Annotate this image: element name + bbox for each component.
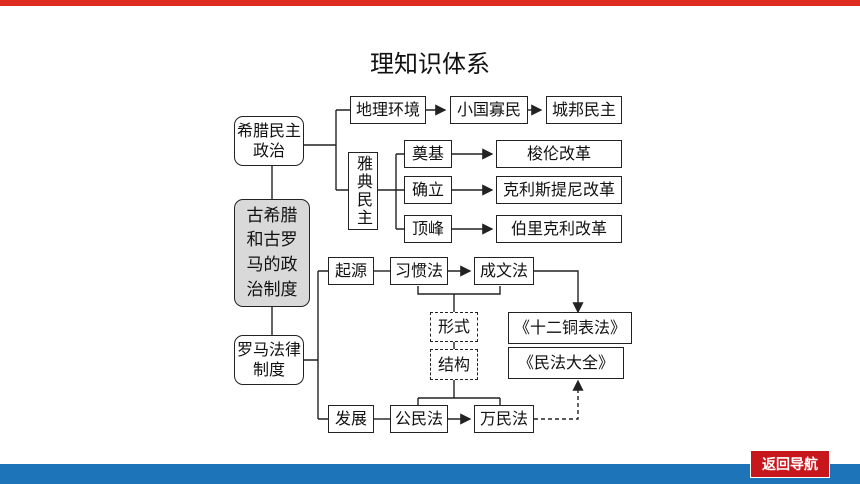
greece-democracy-box: 希腊民主政治 (234, 116, 304, 166)
small-state-box: 小国寡民 (450, 96, 528, 124)
development-box: 发展 (328, 405, 374, 433)
geo-environment-box: 地理环境 (350, 96, 426, 124)
roman-bracket (304, 270, 328, 420)
athens-democracy-box: 雅典民主 (348, 152, 378, 230)
greece-bracket (304, 109, 350, 191)
origin-box: 起源 (328, 257, 374, 285)
cleisthenes-reform-box: 克利斯提尼改革 (496, 176, 622, 204)
city-state-democracy-box: 城邦民主 (546, 96, 622, 124)
origin-join (417, 286, 501, 312)
nations-to-civil-dashed-arrow (534, 379, 584, 420)
structure-box: 结构 (430, 349, 478, 380)
founding-box: 奠基 (404, 140, 452, 168)
central-topic-box: 古希腊和古罗马的政治制度 (234, 199, 310, 307)
return-navigation-button[interactable]: 返回导航 (750, 450, 830, 478)
nations-law-box: 万民法 (474, 405, 534, 433)
structure-to-dev (417, 380, 501, 405)
pericles-reform-box: 伯里克利改革 (496, 215, 622, 243)
solon-reform-box: 梭伦改革 (496, 140, 622, 168)
bottom-accent-bar (0, 464, 860, 484)
roman-law-box: 罗马法律制度 (234, 335, 304, 385)
written-law-box: 成文法 (474, 257, 534, 285)
establish-box: 确立 (404, 176, 452, 204)
form-box: 形式 (430, 312, 478, 342)
customary-law-box: 习惯法 (390, 257, 448, 285)
athens-bracket (378, 153, 404, 230)
citizen-law-box: 公民法 (390, 405, 448, 433)
top-accent-bar (0, 0, 860, 6)
written-to-twelve-arrow (534, 270, 584, 314)
civil-code-box: 《民法大全》 (508, 347, 624, 379)
page-title: 理知识体系 (370, 50, 490, 78)
peak-box: 顶峰 (404, 215, 452, 243)
twelve-tables-box: 《十二铜表法》 (508, 312, 632, 344)
